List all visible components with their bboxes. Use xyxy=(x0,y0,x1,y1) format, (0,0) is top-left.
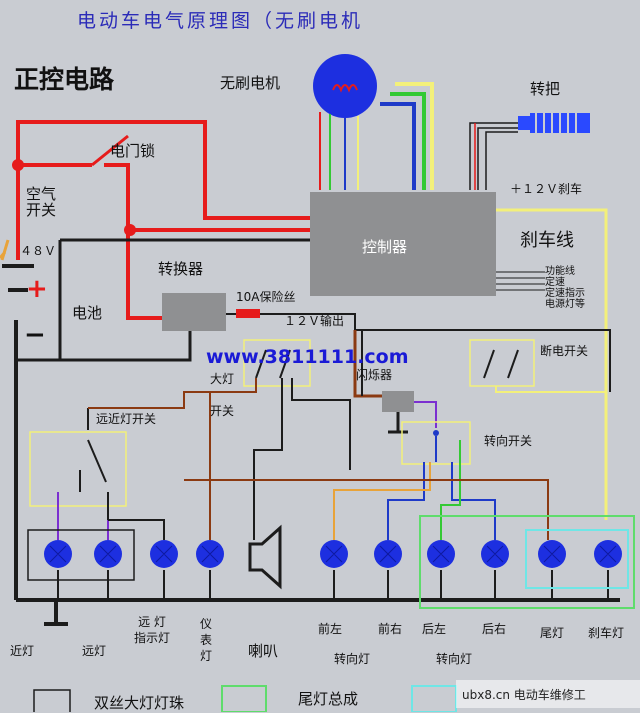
wire-high-low-feed xyxy=(88,391,256,409)
flasher-ground xyxy=(388,412,408,434)
horn-icon xyxy=(248,524,282,590)
wire-brake xyxy=(496,208,608,520)
horn-label: 喇叭 xyxy=(248,642,279,660)
wire-functions xyxy=(496,271,545,291)
turn-switch-box xyxy=(401,421,471,465)
far-indicator-label: 远 灯 指示灯 xyxy=(134,615,171,645)
headlight-switch-box xyxy=(243,339,311,387)
section-title: 正控电路 xyxy=(14,65,115,94)
lamp-filament-marks xyxy=(49,545,617,563)
turn-switch-contact xyxy=(433,430,439,436)
switch-label: 开关 xyxy=(210,404,235,418)
lamp-ground-wires xyxy=(57,570,609,600)
wire-ignition-out xyxy=(104,163,310,232)
dual-bulb-box xyxy=(27,529,135,581)
far-light-label: 远灯 xyxy=(82,644,107,658)
battery-label: 电池 xyxy=(72,304,103,322)
rear-turn-lights-label: 转向灯 xyxy=(436,652,473,666)
wire-beams xyxy=(57,492,109,540)
wire-motor-yellow xyxy=(395,82,434,190)
wire-negative xyxy=(58,238,310,360)
wire-switch-feed xyxy=(291,378,351,470)
throttle-label: 转把 xyxy=(530,80,561,98)
near-light-label: 近灯 xyxy=(10,644,35,658)
wire-motor-green xyxy=(390,92,426,190)
power-off-switch-contacts xyxy=(483,349,519,379)
fuse-icon xyxy=(236,309,260,318)
legend-dual-bulb-label: 双丝大灯灯珠 xyxy=(94,694,185,712)
battery-icon xyxy=(2,264,34,292)
wire-power-off xyxy=(495,386,606,393)
motor-label: 无刷电机 xyxy=(220,74,281,92)
voltage-label: ４８Ｖ xyxy=(20,244,57,258)
legend-tail-swatch xyxy=(221,685,267,712)
watermark-badge xyxy=(456,680,640,708)
diagram-title: 电动车电气原理图（无刷电机 xyxy=(77,10,364,32)
functions-label: 功能线 定速 定速指示 电源灯等 xyxy=(545,266,585,310)
junction-dot xyxy=(124,224,136,236)
converter-label: 转换器 xyxy=(158,260,204,278)
front-turn-lights-label: 转向灯 xyxy=(334,652,371,666)
fuse-label: 10A保险丝 xyxy=(236,290,296,304)
junction-dot xyxy=(12,159,24,171)
source-watermark: ubx8.cn 电动车维修工 xyxy=(462,688,586,702)
ground-symbol xyxy=(44,600,68,626)
brake-line-label: 刹车线 xyxy=(520,230,574,251)
turn-switch-label: 转向开关 xyxy=(484,434,533,448)
throttle-grip-lines xyxy=(535,113,577,133)
tail-assembly-box xyxy=(419,515,635,609)
converter-box xyxy=(162,293,226,331)
wire-tail-feed xyxy=(184,479,549,540)
meter-light-label: 仪 表 灯 xyxy=(200,617,213,663)
air-switch-label: 空气 开关 xyxy=(26,185,57,219)
wire-far-indicator xyxy=(108,519,165,540)
controller-label: 控制器 xyxy=(362,238,408,256)
front-right-label: 前右 xyxy=(378,622,403,636)
front-left-label: 前左 xyxy=(318,622,343,636)
wire-flasher-out xyxy=(414,401,437,428)
rear-left-label: 后左 xyxy=(422,622,447,636)
12v-output-label: １２Ｖ输出 xyxy=(284,314,345,328)
wire-flasher-feed xyxy=(353,330,382,398)
legend-dual-bulb-swatch xyxy=(33,689,71,712)
tail-inner-box xyxy=(525,529,629,589)
wire-converter-in xyxy=(126,230,162,320)
wire-horn xyxy=(253,378,283,540)
flasher-box xyxy=(382,391,414,412)
high-low-switch-contacts xyxy=(79,408,109,520)
high-low-switch-box xyxy=(29,431,127,507)
power-off-switch-label: 断电开关 xyxy=(540,344,589,358)
air-switch-lever xyxy=(0,239,10,261)
rear-right-label: 后右 xyxy=(482,622,507,636)
legend-tail-assembly-label: 尾灯总成 xyxy=(298,690,359,708)
lamps xyxy=(44,540,622,568)
power-off-switch-box xyxy=(469,339,535,387)
motor-symbol xyxy=(332,84,358,93)
wire-throttle xyxy=(469,122,518,190)
legend-inner-swatch xyxy=(411,685,457,712)
url-watermark: www.3811111.com xyxy=(206,346,409,368)
wire-turn-front xyxy=(333,462,431,540)
negative-terminal-icon: − xyxy=(24,320,46,350)
controller-box xyxy=(310,192,496,296)
flasher-label: 闪烁器 xyxy=(356,368,393,382)
ignition-lock-label: 电门锁 xyxy=(110,142,156,160)
positive-terminal-icon: + xyxy=(26,274,48,304)
ignition-switch-blade xyxy=(91,134,129,167)
throttle-connector xyxy=(518,116,530,130)
high-low-switch-label: 远近灯开关 xyxy=(96,412,157,426)
brake-12v-label: ＋１２Ｖ刹车 xyxy=(510,182,583,196)
wire-motor-blue xyxy=(380,102,416,190)
wire-converter-ground xyxy=(16,330,192,362)
headlight-label: 大灯 xyxy=(210,372,235,386)
brake-light-label: 刹车灯 xyxy=(588,626,625,640)
tail-light-label: 尾灯 xyxy=(540,626,565,640)
wire-turn-rear xyxy=(440,440,461,540)
headlight-switch-contacts xyxy=(255,349,291,379)
